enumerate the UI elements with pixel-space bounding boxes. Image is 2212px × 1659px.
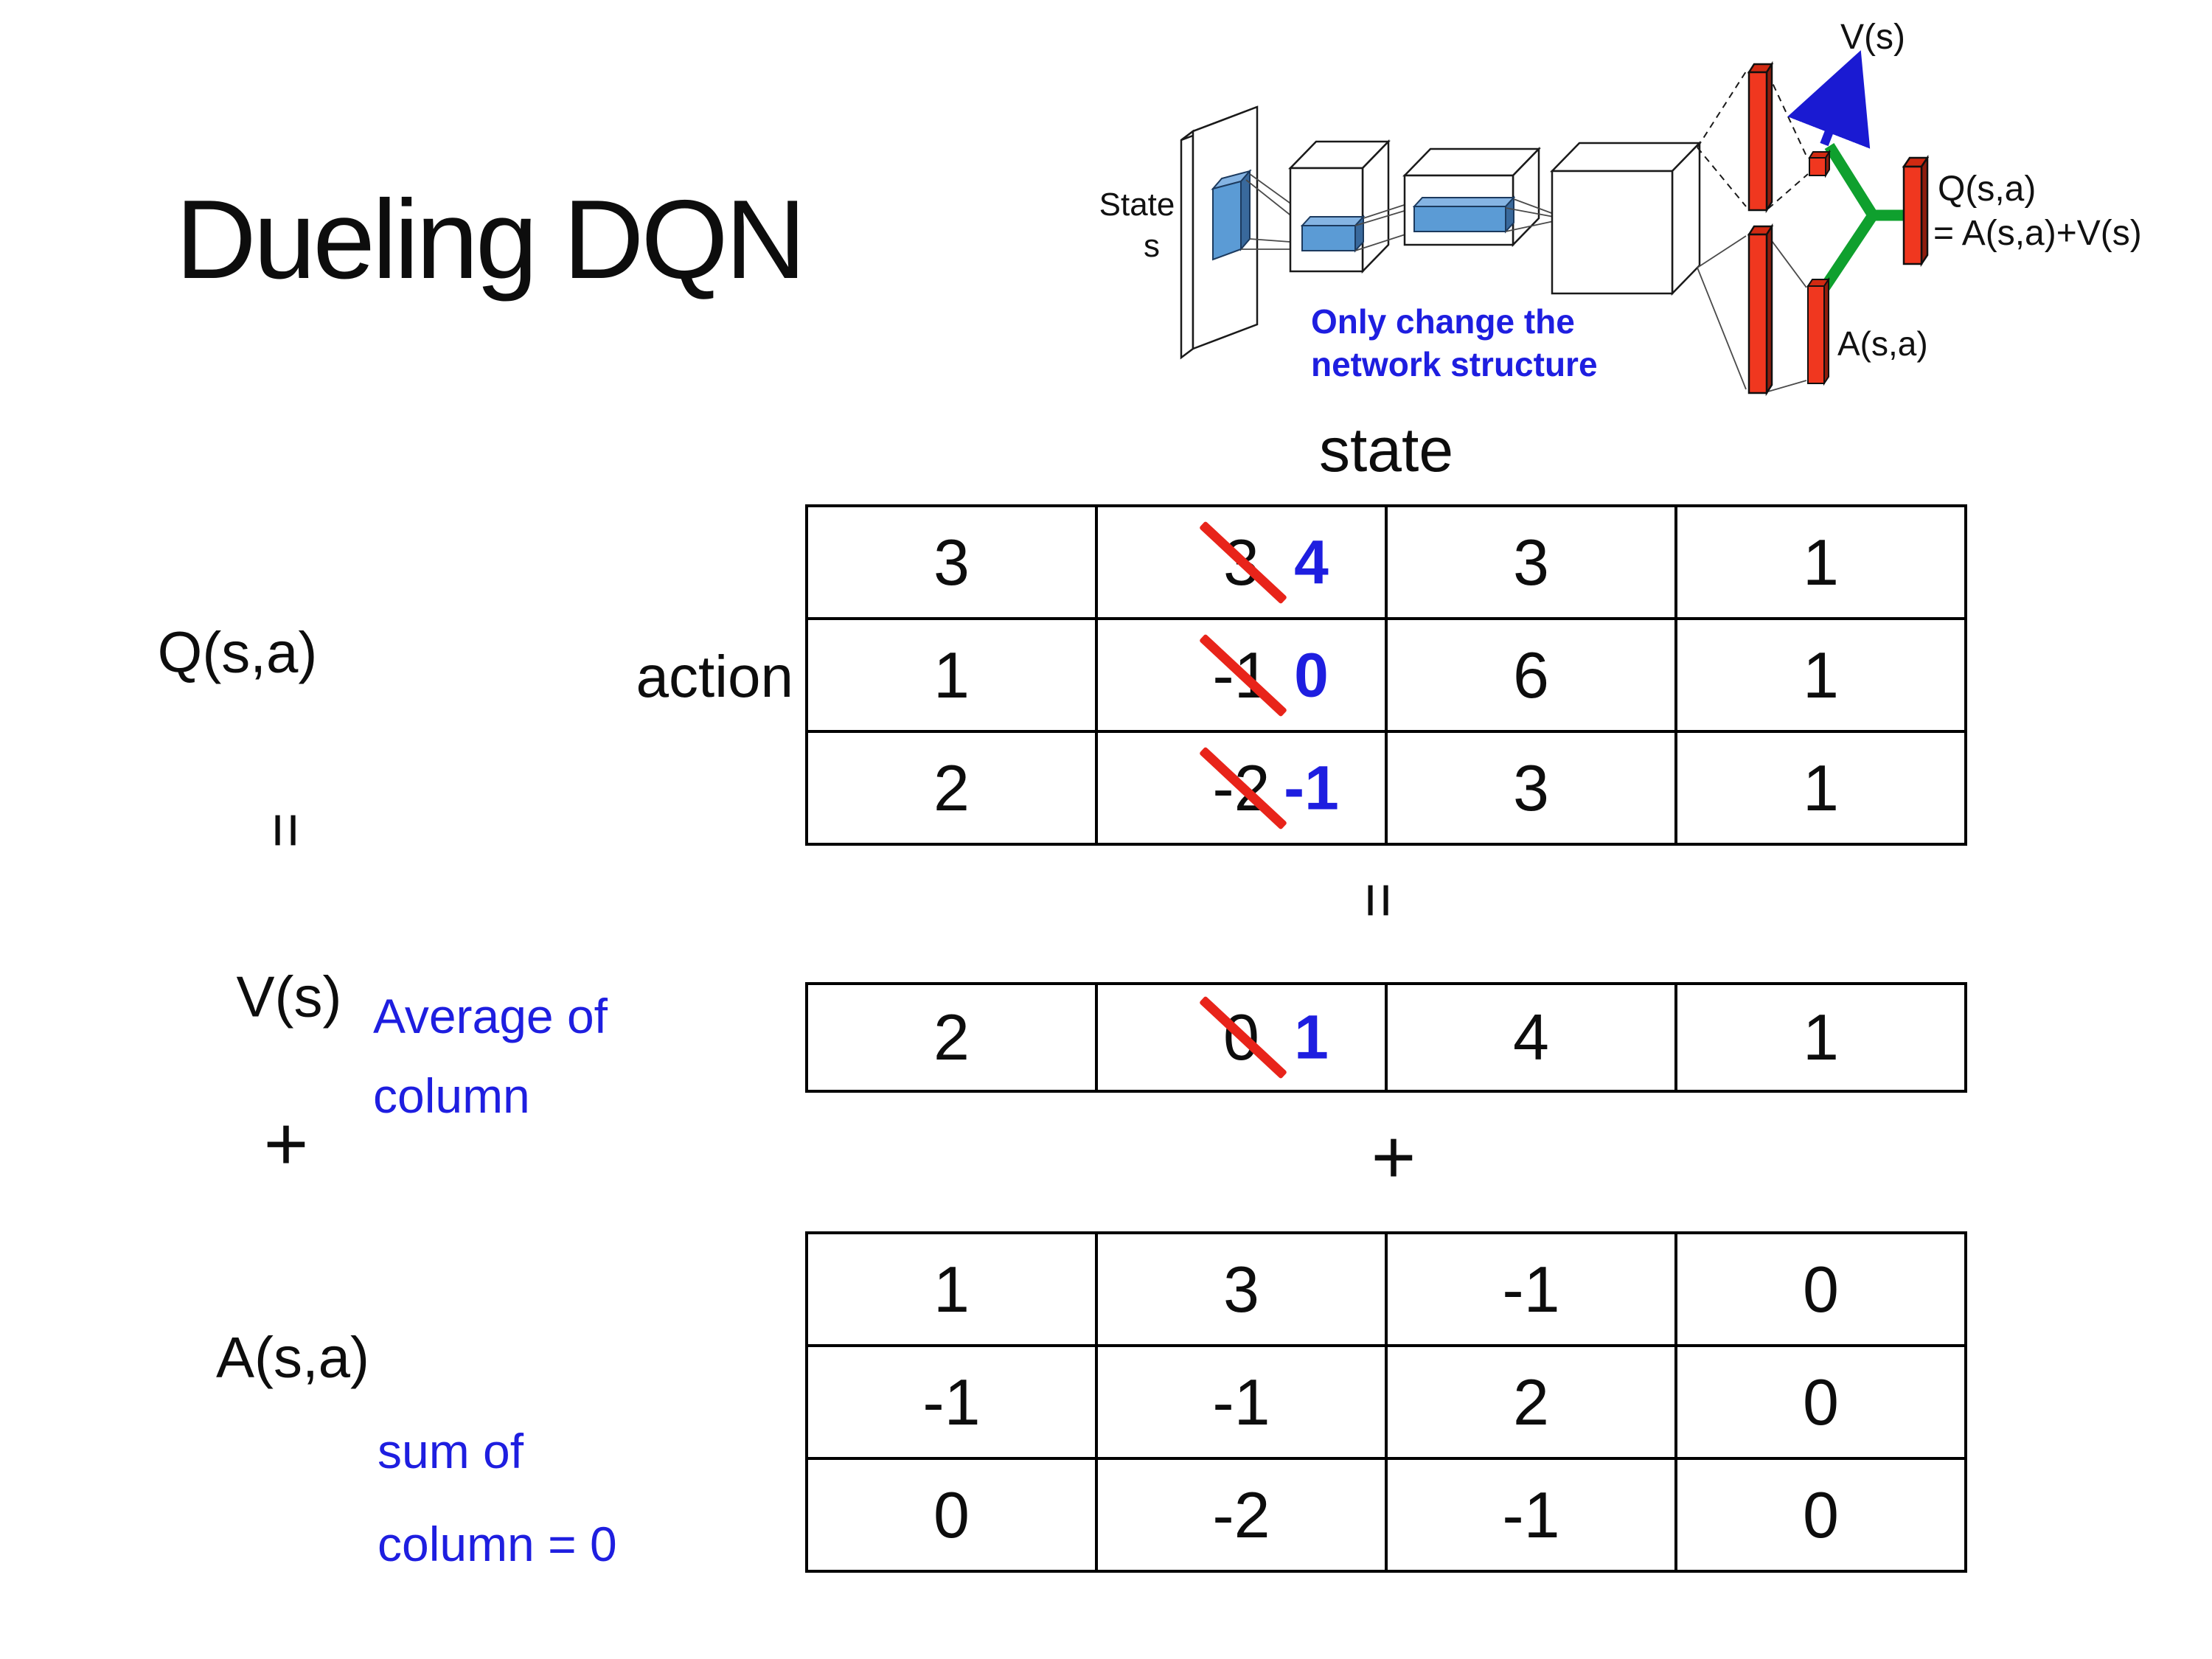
- table-cell: 0: [808, 1460, 1095, 1570]
- merge-link: [1815, 143, 1907, 299]
- table-cell-corrected: 3 4: [1098, 507, 1385, 617]
- table-cell: 2: [808, 985, 1095, 1090]
- new-value: 0: [1294, 640, 1329, 709]
- fc-vector-top-icon: [1747, 60, 1774, 214]
- table-cell: 3: [1388, 733, 1674, 843]
- table-cell: 3: [1388, 507, 1674, 617]
- new-value: -1: [1284, 753, 1339, 822]
- state-input-label-line2: s: [1144, 228, 1160, 264]
- new-value: 1: [1294, 1002, 1329, 1072]
- table-cell: -1: [1098, 1347, 1385, 1457]
- q-term-label: Q(s,a): [157, 619, 318, 685]
- average-note-line2: column: [373, 1068, 530, 1123]
- connector-lines: [1505, 198, 1554, 232]
- v-output-label: V(s): [1840, 18, 1905, 57]
- table-cell: -1: [1388, 1234, 1674, 1344]
- table-cell: 1: [808, 1234, 1095, 1344]
- table-cell: -1: [1388, 1460, 1674, 1570]
- conv-box-1-icon: [1288, 139, 1391, 274]
- equals-sign-left: =: [251, 812, 321, 849]
- conv-filter-icon: [1211, 169, 1252, 261]
- table-cell-corrected: -1 0: [1098, 620, 1385, 730]
- a-table: 1 3 -1 0 -1 -1 2 0 0 -2 -1 0: [805, 1231, 1967, 1573]
- table-cell: -2: [1098, 1460, 1385, 1570]
- table-cell: 2: [1388, 1347, 1674, 1457]
- table-cell: 1: [1677, 733, 1964, 843]
- v-table: 2 0 1 4 1: [805, 982, 1967, 1093]
- q-output-label-line2: = A(s,a)+V(s): [1933, 214, 2142, 253]
- table-cell: 1: [808, 620, 1095, 730]
- v-term-label: V(s): [236, 964, 342, 1029]
- a-term-label: A(s,a): [215, 1324, 370, 1390]
- a-vector-icon: [1806, 276, 1830, 386]
- table-cell: 3: [808, 507, 1095, 617]
- v-node-icon: [1808, 149, 1831, 178]
- state-input-label-line1: State: [1099, 187, 1175, 223]
- v-arrow-icon: [1787, 50, 1871, 149]
- feature-bar-1-icon: [1300, 215, 1366, 253]
- fc-box-icon: [1550, 140, 1702, 296]
- table-cell: 0: [1677, 1234, 1964, 1344]
- table-cell: 1: [1677, 507, 1964, 617]
- page-title: Dueling DQN: [175, 177, 806, 302]
- table-cell: 1: [1677, 985, 1964, 1090]
- state-axis-label: state: [1318, 415, 1454, 484]
- action-axis-label: action: [636, 644, 793, 709]
- q-output-label-line1: Q(s,a): [1938, 170, 2036, 209]
- table-cell: 6: [1388, 620, 1674, 730]
- network-note-line2: network structure: [1311, 345, 1598, 383]
- sum-note-line1: sum of: [378, 1424, 524, 1478]
- a-output-label: A(s,a): [1837, 324, 1928, 363]
- dashed-connector-lines: [1697, 71, 1809, 209]
- table-cell: -1: [808, 1347, 1095, 1457]
- table-cell: 0: [1677, 1347, 1964, 1457]
- q-vector-icon: [1902, 154, 1930, 268]
- connector-lines: [1697, 235, 1807, 392]
- table-cell-corrected: -2 -1: [1098, 733, 1385, 843]
- equals-sign-mid: =: [1344, 882, 1414, 919]
- table-cell: 1: [1677, 620, 1964, 730]
- table-cell: 0: [1677, 1460, 1964, 1570]
- network-note-line1: Only change the: [1311, 302, 1575, 341]
- table-cell: 3: [1098, 1234, 1385, 1344]
- table-cell: 4: [1388, 985, 1674, 1090]
- table-cell: 2: [808, 733, 1095, 843]
- plus-sign-left: +: [263, 1101, 309, 1187]
- fc-vector-bottom-icon: [1747, 223, 1774, 397]
- sum-note-line2: column = 0: [378, 1517, 617, 1571]
- q-table: 3 3 4 3 1 1 -1 0 6 1 2 -2 -1 3 1: [805, 504, 1967, 846]
- new-value: 4: [1294, 527, 1329, 597]
- average-note-line1: Average of: [373, 989, 608, 1043]
- table-cell-corrected: 0 1: [1098, 985, 1385, 1090]
- plus-sign-mid: +: [1371, 1114, 1416, 1200]
- feature-bar-2-icon: [1412, 195, 1516, 234]
- network-diagram: State s V(s) Q(s,a) = A(s,a)+V(s) A(s,a)…: [1099, 18, 2142, 397]
